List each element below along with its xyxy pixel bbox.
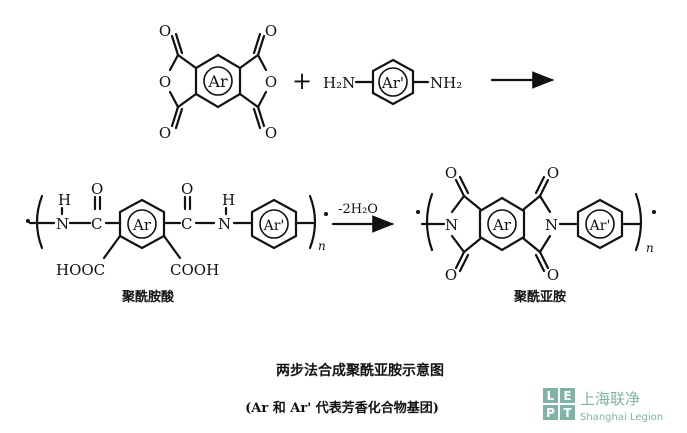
polyamic-ar: Ar	[132, 216, 152, 234]
pi-o-top-right: O	[547, 164, 559, 182]
pi-ar-prime-ring	[576, 198, 624, 250]
o-bottom-left: O	[159, 124, 171, 142]
pi-ar: Ar	[492, 216, 512, 234]
o-top-left: O	[159, 22, 171, 40]
logo-letter-e: E	[563, 389, 571, 403]
logo-cell-l	[543, 388, 558, 403]
o-carbonyl-right: O	[181, 180, 193, 198]
logo-cn: 上海联净	[580, 390, 640, 408]
pi-n: n	[646, 241, 654, 255]
right-amine: NH₂	[430, 74, 462, 92]
diamine-structure: H₂N Ar' NH₂	[323, 58, 555, 106]
logo-letter-p: P	[546, 406, 555, 420]
left-amine: H₂N	[323, 74, 355, 92]
o-top-right: O	[265, 22, 277, 40]
o-bottom-right: O	[265, 124, 277, 142]
ar-prime-label: Ar'	[381, 74, 404, 92]
ar-label: Ar	[207, 72, 228, 91]
polyamic-ar-prime: Ar'	[263, 218, 285, 234]
n-right: N	[218, 215, 231, 233]
polyamic-ar-prime-ring	[250, 198, 298, 250]
caption-title: 两步法合成聚酰亚胺示意图	[276, 362, 444, 379]
caption-note: (Ar 和 Ar' 代表芳香化合物基团)	[245, 400, 439, 416]
pi-right-bracket	[634, 192, 643, 252]
benzene-ring-2	[371, 58, 415, 106]
h-right: H	[222, 191, 235, 209]
polyamic-central-ring	[118, 198, 166, 250]
pi-central-ring	[478, 196, 526, 252]
logo-cell-e	[560, 388, 575, 403]
polyamic-name: 聚酰胺酸	[121, 289, 175, 305]
polyamic-n: n	[318, 239, 326, 253]
o-ring-left: O	[159, 73, 171, 91]
pi-o-top-left: O	[445, 164, 457, 182]
logo-cell-t	[560, 405, 575, 420]
dianhydride-structure: Ar O O O O O O	[159, 22, 277, 142]
logo-letter-t: T	[563, 406, 572, 420]
o-carbonyl-left: O	[91, 180, 103, 198]
step2-condition: -2H₂O	[338, 202, 378, 217]
logo-cell-p	[543, 405, 558, 420]
logo-en: Shanghai Legion	[580, 412, 663, 423]
plus-sign: +	[292, 67, 312, 95]
polyimide-structure: N O O Ar O O N Ar' n 聚酰亚	[416, 164, 656, 305]
logo-letter-l: L	[547, 389, 555, 403]
h-left: H	[58, 191, 71, 209]
pi-left-bracket	[425, 192, 434, 252]
pi-o-bottom-left: O	[445, 266, 457, 284]
pi-o-bottom-right: O	[547, 266, 559, 284]
watermark-logo: L E P T 上海联净 Shanghai Legion	[543, 388, 663, 423]
c-left: C	[91, 215, 102, 233]
n-left: N	[56, 215, 69, 233]
aromatic-circle	[203, 66, 233, 96]
c-right: C	[181, 215, 192, 233]
polyimide-name: 聚酰亚胺	[513, 289, 566, 305]
pi-n-left: N	[445, 216, 458, 234]
polyamic-acid-structure: H N C O Ar C O H N Ar' n HOOC CO	[26, 180, 328, 305]
o-ring-right: O	[265, 73, 277, 91]
right-bracket	[308, 194, 317, 250]
acid-left: HOOC	[56, 261, 105, 279]
pi-ar-prime: Ar'	[589, 218, 611, 234]
pi-n-right: N	[545, 216, 558, 234]
acid-right: COOH	[170, 261, 219, 279]
